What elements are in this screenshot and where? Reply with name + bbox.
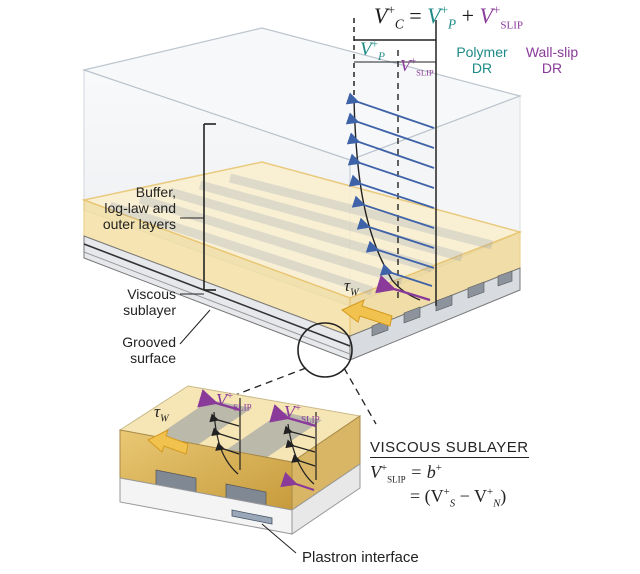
viscous-sublayer-equation-line1: V+SLIP = b+: [370, 462, 442, 485]
plastron-interface-label: Plastron interface: [302, 549, 419, 566]
viscous-sublayer-slab: [81, 161, 523, 337]
viscous-sublayer-equation-line2: = (V+S − V+N): [410, 486, 507, 510]
tau-w-label: τW: [344, 276, 359, 299]
zoom-circle: [297, 322, 353, 378]
viscous-sublayer-equation-title: VISCOUS SUBLAYER: [370, 439, 529, 458]
inset-tau-w-label: τW: [154, 402, 169, 425]
inset-wall-shear-arrow: [147, 429, 189, 455]
wall-shear-arrow: [341, 299, 393, 327]
velocity-profile: [345, 18, 437, 306]
velocity-arrows: [345, 92, 435, 287]
groove-stripes: [108, 173, 494, 296]
top-equation: V+C = V+P + V+SLIP: [374, 2, 523, 32]
inset-vslip-label-1: V+SLIP: [216, 390, 252, 413]
small-vslip-label: V+SLIP: [400, 56, 434, 78]
small-vp-label: V+P: [360, 38, 386, 63]
inset-block: [118, 385, 362, 554]
grooved-base: [83, 235, 521, 361]
inset-vslip-label-2: V+SLIP: [284, 402, 320, 425]
slip-velocity-arrow: [375, 274, 431, 302]
buffer-bracket: [203, 123, 216, 291]
